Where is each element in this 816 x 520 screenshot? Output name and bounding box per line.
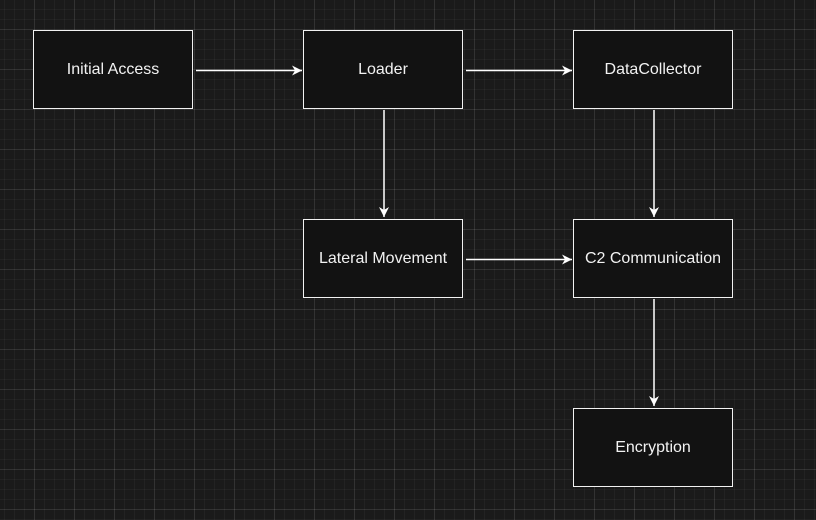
node-data-collector[interactable]: DataCollector	[573, 30, 733, 109]
node-initial-access-label: Initial Access	[66, 60, 160, 78]
node-c2-communication-label: C2 Communication	[584, 249, 722, 267]
node-data-collector-label: DataCollector	[604, 60, 702, 78]
node-lateral-movement-label: Lateral Movement	[318, 249, 448, 267]
node-c2-communication[interactable]: C2 Communication	[573, 219, 733, 298]
node-loader-label: Loader	[358, 60, 408, 78]
node-loader[interactable]: Loader	[303, 30, 463, 109]
node-encryption-label: Encryption	[615, 438, 691, 456]
node-lateral-movement[interactable]: Lateral Movement	[303, 219, 463, 298]
node-encryption[interactable]: Encryption	[573, 408, 733, 487]
node-initial-access[interactable]: Initial Access	[33, 30, 193, 109]
